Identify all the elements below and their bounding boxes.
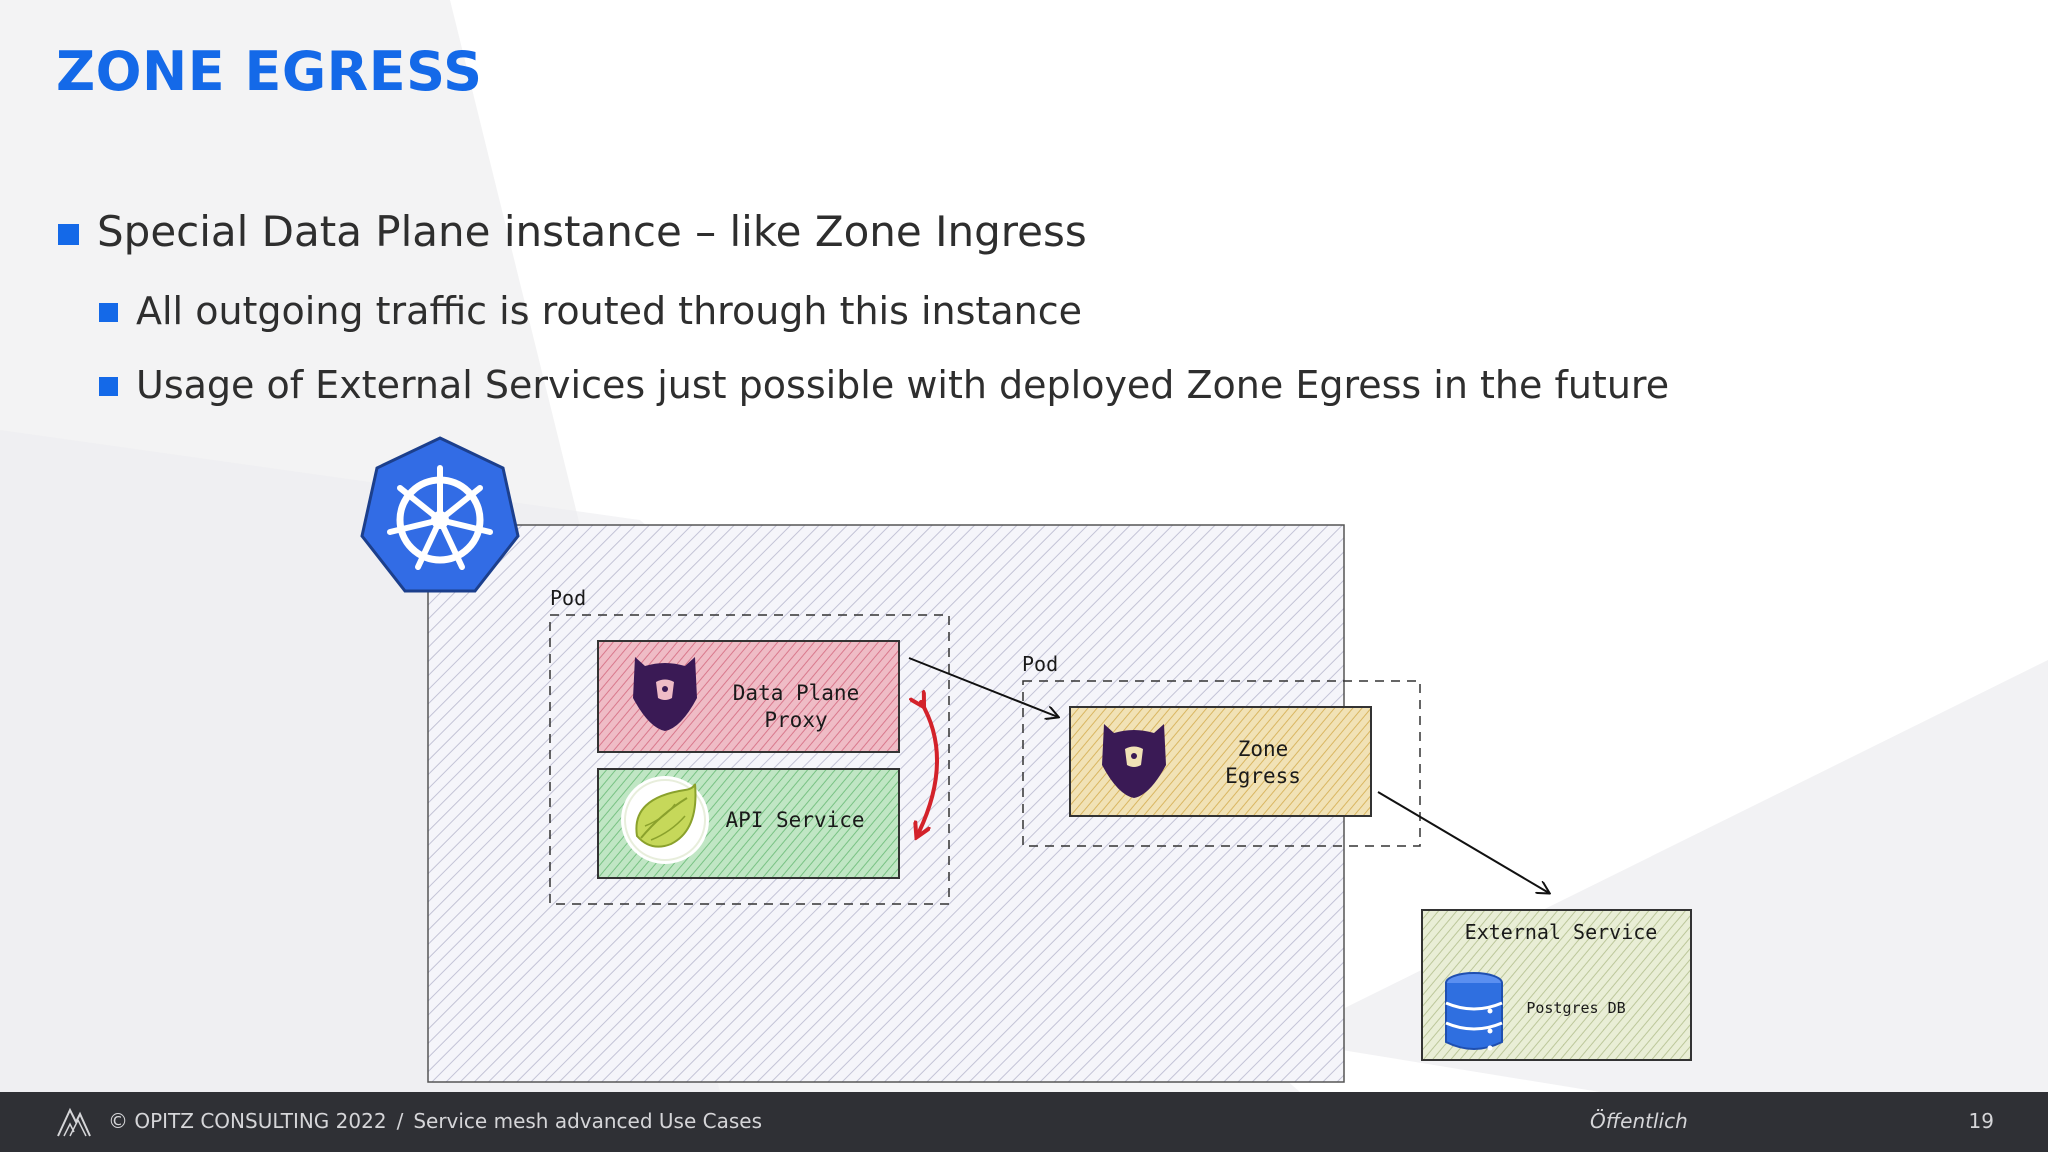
footer-separator: / bbox=[396, 1109, 404, 1133]
classification-label: Öffentlich bbox=[1590, 1109, 1688, 1133]
proxy-label-line1: Data Plane bbox=[733, 681, 859, 705]
external-service-label: External Service bbox=[1465, 920, 1658, 944]
pod-box bbox=[549, 614, 950, 905]
flow-arrow-proxy-to-egress bbox=[908, 657, 1058, 717]
kubernetes-icon bbox=[360, 436, 520, 593]
zone-egress-label-line1: Zone bbox=[1238, 737, 1289, 761]
page-number: 19 bbox=[1968, 1109, 1994, 1133]
bullet-text: Special Data Plane instance – like Zone … bbox=[97, 207, 1087, 256]
pod-label: Pod bbox=[1022, 652, 1058, 676]
proxy-label-line2: Proxy bbox=[764, 708, 827, 732]
spring-leaf-icon bbox=[621, 776, 709, 864]
sub-bullet-item: All outgoing traffic is routed through t… bbox=[99, 282, 1082, 340]
bullet-text: All outgoing traffic is routed through t… bbox=[136, 289, 1082, 333]
footer-copyright: © OPITZ CONSULTING 2022 / Service mesh adv… bbox=[108, 1109, 762, 1133]
copyright-text: © OPITZ CONSULTING 2022 bbox=[108, 1109, 387, 1133]
slide-title: ZONE EGRESS bbox=[56, 40, 483, 103]
postgres-db-label: Postgres DB bbox=[1526, 999, 1625, 1017]
opitz-logo-icon bbox=[57, 1107, 91, 1137]
api-service-label: API Service bbox=[725, 808, 864, 832]
zone-egress-label-line2: Egress bbox=[1225, 764, 1301, 788]
pod-label: Pod bbox=[550, 586, 586, 610]
kuma-bear-icon bbox=[633, 657, 697, 731]
kuma-bear-icon bbox=[1102, 724, 1166, 798]
bullet-square-icon bbox=[99, 377, 118, 396]
bullet-text: Usage of External Services just possible… bbox=[136, 363, 1670, 407]
pod-box bbox=[1022, 680, 1421, 847]
sync-arrow bbox=[919, 702, 939, 832]
sub-bullet-item: Usage of External Services just possible… bbox=[99, 356, 1669, 414]
bullet-item: Special Data Plane instance – like Zone … bbox=[58, 200, 1087, 264]
flow-arrow-egress-to-external bbox=[1377, 791, 1549, 893]
database-icon bbox=[1445, 972, 1503, 1051]
bullet-square-icon bbox=[99, 303, 118, 322]
presentation-subtitle: Service mesh advanced Use Cases bbox=[413, 1109, 762, 1133]
bullet-square-icon bbox=[58, 224, 79, 245]
footer-bar: © OPITZ CONSULTING 2022 / Service mesh adv… bbox=[0, 1092, 2048, 1152]
data-plane-proxy-box: Data Plane Proxy bbox=[597, 640, 900, 753]
